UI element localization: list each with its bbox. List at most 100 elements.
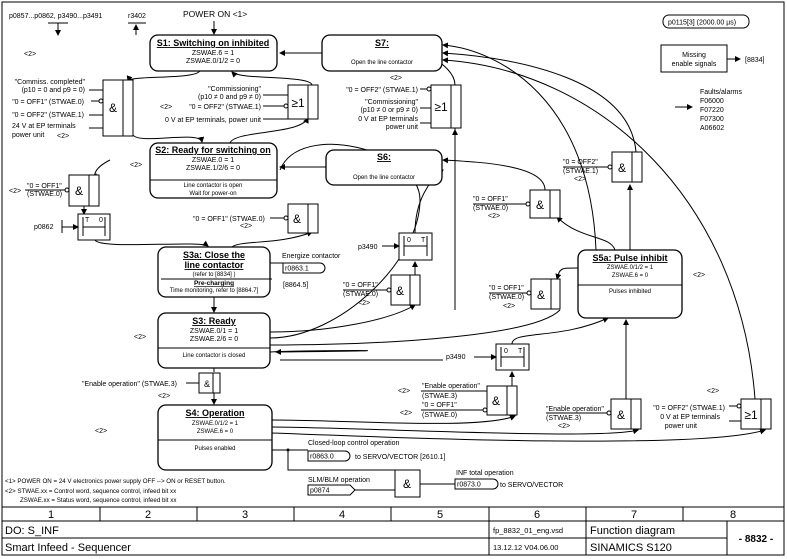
state-sub: Line contactor is closed [183, 353, 246, 359]
label: T [518, 348, 523, 355]
sampling-time: p0115[3] (2000.00 µs) [668, 20, 736, 27]
label: & [618, 161, 626, 175]
state-title: S5a: Pulse inhibit [592, 253, 667, 263]
label: "Commissioning" [208, 86, 261, 93]
state-s4[interactable]: S4: Operation ZSWAE.0/1/2 = 1 ZSWAE.6 = … [157, 404, 273, 471]
and-gate-s3-off1: & [390, 274, 421, 306]
state-s6[interactable]: S6: Open the line contactor [325, 149, 443, 186]
label: & [492, 394, 500, 408]
label: p3490 [446, 354, 466, 361]
state-s2[interactable]: S2: Ready for switching on ZSWAE.0 = 1 Z… [149, 142, 278, 199]
label: "0 = OFF2" [563, 159, 598, 166]
label: power unit [12, 132, 44, 139]
label: <2> [574, 176, 586, 183]
and-gate-inf-total: & [394, 469, 421, 498]
label: ≥1 [291, 96, 305, 110]
missing-enable-line2: enable signals [672, 61, 717, 68]
label: 24 V at EP terminals [12, 123, 76, 130]
state-line: ZSWAE.6 = 0 [197, 429, 234, 435]
state-s7[interactable]: S7: Open the line contactor [321, 34, 443, 72]
label: (p10 ≠ 0 or p9 ≠ 0) [361, 107, 419, 114]
label: (STWAE.0) [27, 191, 62, 198]
state-title: S3: Ready [192, 316, 236, 326]
label: "Enable operation" [546, 406, 604, 413]
faults-title: Faults/alarms [700, 89, 743, 96]
ref-8864-5[interactable]: [8864.5] [283, 282, 308, 289]
label: 0 V at EP terminals, power unit [165, 117, 261, 124]
state-line: ZSWAE.6 = 1 [192, 50, 234, 57]
state-s3a[interactable]: S3a: Close the line contactor (refer to … [157, 246, 272, 298]
state-line: ZSWAE.0 = 1 [192, 157, 234, 164]
column-number: 2 [145, 509, 151, 521]
version-date: 13.12.12 V04.06.00 [493, 543, 558, 552]
state-sub-title: Pre-charging [194, 280, 234, 287]
and-gate-s2-off1: & [68, 174, 100, 207]
power-on-label: POWER ON <1> [183, 9, 247, 19]
label: "0 = OFF1" [422, 402, 457, 409]
label: "0 = OFF1" [343, 282, 378, 289]
r0863-1[interactable]: r0863.1 [285, 266, 309, 273]
column-number: 7 [631, 509, 637, 521]
or-gate-s1: ≥1 [287, 84, 319, 120]
column-number: 1 [48, 509, 54, 521]
and-gate-s6-off1: & [529, 189, 561, 219]
label: (STWAE.0) [473, 205, 508, 212]
label: "0 = OFF2" (STWAE.1) [189, 104, 261, 111]
signal-labels: "Commiss. completed" (p10 = 0 and p9 = 0… [9, 51, 742, 496]
footnote-3: ZSWAE.xx = Status word, sequence control… [20, 497, 177, 504]
state-line: ZSWAE.2/6 = 0 [190, 336, 238, 343]
to-servo[interactable]: to SERVO/VECTOR [500, 482, 563, 489]
label: <2> [693, 272, 705, 279]
label: INF total operation [456, 470, 514, 477]
footnote-2: <2> STWAE.xx = Control word, sequence co… [5, 488, 177, 495]
label: 0 [99, 217, 103, 224]
state-sub: Pulses inhibited [609, 289, 651, 295]
label: "0 = OFF2" (STWAE.1) [653, 405, 725, 412]
label: Closed-loop control operation [308, 440, 400, 447]
label: & [109, 101, 117, 115]
state-s1[interactable]: S1: Switching on inhibited ZSWAE.6 = 1 Z… [149, 34, 278, 72]
state-sub: Line contactor is open [184, 183, 243, 189]
state-s3[interactable]: S3: Ready ZSWAE.0/1 = 1 ZSWAE.2/6 = 0 Li… [157, 312, 271, 369]
label: SLM/BLM operation [308, 477, 370, 484]
state-line: Open the line contactor [353, 175, 415, 181]
label: <2> [134, 334, 146, 341]
column-number: 3 [242, 509, 248, 521]
label: (p10 ≠ 0 and p9 ≠ 0) [198, 94, 261, 101]
state-sub: Time monitoring, refer to [8864.7] [170, 288, 259, 294]
label: <2> [707, 388, 719, 395]
label: & [293, 212, 301, 226]
label: "0 = OFF1" (STWAE.0) [193, 216, 265, 223]
to-servo-2610[interactable]: to SERVO/VECTOR [2610.1] [355, 454, 445, 461]
r0863-0[interactable]: r0863.0 [310, 454, 334, 461]
state-line: ZSWAE.1/2/6 = 0 [186, 165, 240, 172]
label: "Commiss. completed" [15, 79, 86, 86]
state-line: (refer to [8834] ) [192, 272, 235, 278]
or-gate-s7: ≥1 [430, 84, 462, 129]
column-number: 6 [534, 509, 540, 521]
state-s5a[interactable]: S5a: Pulse inhibit ZSWAE.0/1/2 = 1 ZSWAE… [577, 249, 683, 319]
p0874[interactable]: p0874 [310, 488, 330, 495]
label: <2> [160, 104, 172, 111]
missing-enable-ref[interactable]: [8834] [745, 57, 765, 64]
diagram-type: Function diagram [590, 525, 675, 537]
label: & [537, 288, 545, 302]
label: (STWAE.0) [343, 291, 378, 298]
state-line: ZSWAE.0/1 = 1 [190, 328, 238, 335]
label: 0 V at EP terminals [358, 116, 418, 123]
state-title: S2: Ready for switching on [155, 145, 271, 155]
and-gate-s4-enable: & [610, 398, 642, 430]
state-title: line contactor [184, 260, 244, 270]
state-title: S4: Operation [185, 408, 244, 418]
missing-enable-line1: Missing [682, 52, 706, 59]
and-gate-s3-enable: & [198, 372, 221, 394]
r0873-0[interactable]: r0873.0 [457, 482, 481, 489]
label: p3490 [358, 244, 378, 251]
label: <2> [488, 213, 500, 220]
label: 0 [407, 237, 411, 244]
label: (STWAE.0) [489, 294, 524, 301]
state-title: S7: [375, 38, 389, 48]
